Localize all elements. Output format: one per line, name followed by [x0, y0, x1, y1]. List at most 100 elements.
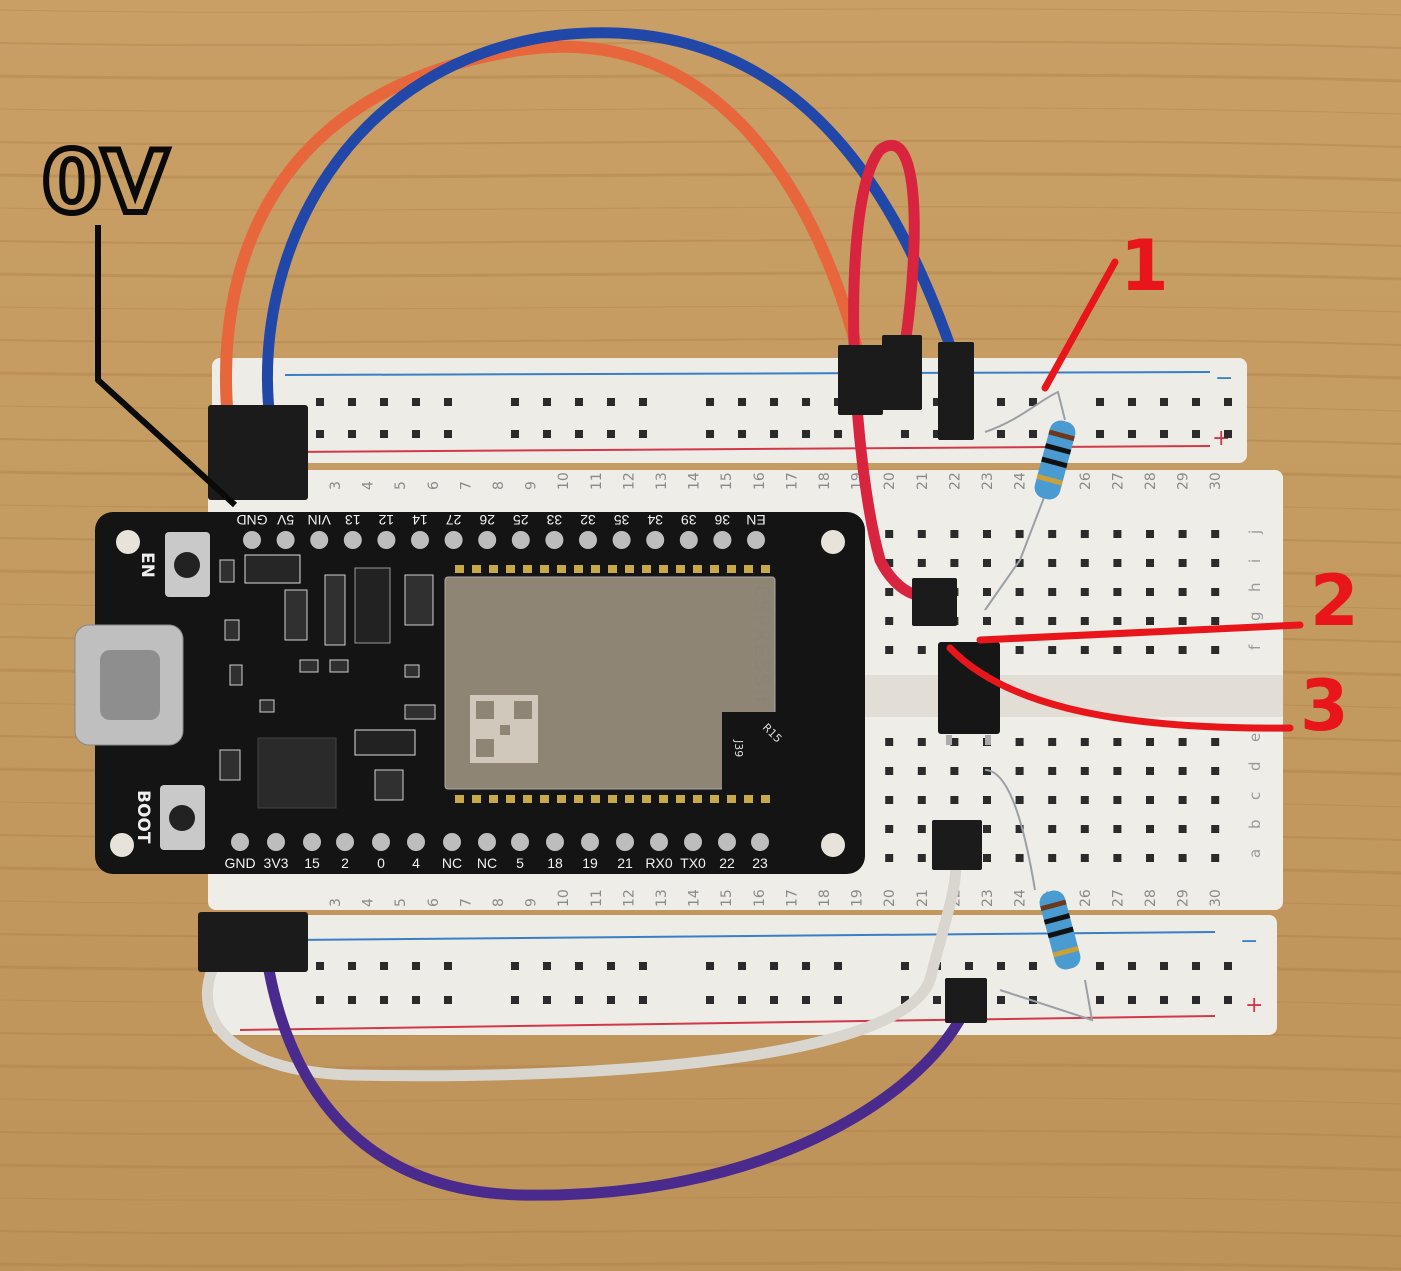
- rail-hole[interactable]: [348, 962, 356, 970]
- rail-hole[interactable]: [316, 430, 324, 438]
- hole[interactable]: [1146, 854, 1154, 862]
- rail-hole[interactable]: [1192, 398, 1200, 406]
- hole[interactable]: [1048, 617, 1057, 625]
- hole[interactable]: [1113, 767, 1122, 775]
- rail-hole[interactable]: [543, 996, 551, 1004]
- rail-hole[interactable]: [1160, 996, 1168, 1004]
- hole[interactable]: [1211, 738, 1220, 746]
- rail-hole[interactable]: [1128, 962, 1136, 970]
- header-pin[interactable]: [231, 833, 249, 851]
- hole[interactable]: [950, 796, 959, 804]
- rail-hole[interactable]: [511, 398, 519, 406]
- rail-hole[interactable]: [802, 962, 810, 970]
- hole[interactable]: [1113, 530, 1122, 538]
- hole[interactable]: [885, 617, 894, 625]
- header-pin[interactable]: [646, 531, 665, 549]
- rail-hole[interactable]: [575, 430, 583, 438]
- hole[interactable]: [885, 530, 894, 538]
- header-pin[interactable]: [478, 531, 497, 549]
- hole[interactable]: [1048, 854, 1057, 862]
- rail-hole[interactable]: [348, 996, 356, 1004]
- rail-hole[interactable]: [607, 398, 615, 406]
- hole[interactable]: [1015, 796, 1024, 804]
- rail-hole[interactable]: [1128, 996, 1136, 1004]
- hole[interactable]: [983, 530, 991, 538]
- hole[interactable]: [1146, 646, 1154, 654]
- rail-hole[interactable]: [639, 398, 647, 406]
- rail-hole[interactable]: [1224, 996, 1232, 1004]
- hole[interactable]: [1113, 796, 1122, 804]
- hole[interactable]: [1178, 854, 1187, 862]
- rail-hole[interactable]: [933, 398, 941, 406]
- header-pin[interactable]: [303, 833, 321, 851]
- rail-hole[interactable]: [412, 996, 420, 1004]
- rail-hole[interactable]: [444, 962, 452, 970]
- rail-hole[interactable]: [575, 398, 583, 406]
- hole[interactable]: [983, 617, 991, 625]
- hole[interactable]: [885, 646, 894, 654]
- header-pin[interactable]: [511, 531, 530, 549]
- rail-hole[interactable]: [316, 398, 324, 406]
- header-pin[interactable]: [407, 833, 425, 851]
- hole[interactable]: [1048, 825, 1057, 833]
- rail-hole[interactable]: [575, 962, 583, 970]
- hole[interactable]: [1211, 796, 1220, 804]
- header-pin[interactable]: [581, 833, 599, 851]
- rail-hole[interactable]: [706, 996, 714, 1004]
- rail-hole[interactable]: [738, 962, 746, 970]
- hole[interactable]: [1178, 530, 1187, 538]
- rail-hole[interactable]: [607, 430, 615, 438]
- hole[interactable]: [885, 588, 894, 596]
- rail-hole[interactable]: [965, 962, 973, 970]
- rail-hole[interactable]: [1096, 398, 1104, 406]
- rail-hole[interactable]: [607, 962, 615, 970]
- hole[interactable]: [1146, 559, 1154, 567]
- rail-hole[interactable]: [1096, 430, 1104, 438]
- rail-hole[interactable]: [1160, 430, 1168, 438]
- hole[interactable]: [1178, 588, 1187, 596]
- hole[interactable]: [1080, 646, 1089, 654]
- hole[interactable]: [1178, 646, 1187, 654]
- hole[interactable]: [1015, 559, 1024, 567]
- hole[interactable]: [950, 530, 959, 538]
- header-pin[interactable]: [751, 833, 769, 851]
- rail-hole[interactable]: [834, 996, 842, 1004]
- rail-hole[interactable]: [738, 398, 746, 406]
- hole[interactable]: [1113, 646, 1122, 654]
- hole[interactable]: [1015, 588, 1024, 596]
- header-pin[interactable]: [411, 531, 429, 549]
- rail-hole[interactable]: [997, 996, 1005, 1004]
- rail-hole[interactable]: [575, 996, 583, 1004]
- hole[interactable]: [1113, 738, 1122, 746]
- header-pin[interactable]: [377, 531, 396, 549]
- hole[interactable]: [917, 559, 926, 567]
- rail-hole[interactable]: [933, 430, 941, 438]
- rail-hole[interactable]: [1128, 398, 1136, 406]
- rail-hole[interactable]: [1192, 996, 1200, 1004]
- rail-hole[interactable]: [1029, 398, 1037, 406]
- hole[interactable]: [1080, 767, 1089, 775]
- rail-hole[interactable]: [1160, 398, 1168, 406]
- hole[interactable]: [1178, 617, 1187, 625]
- rail-hole[interactable]: [770, 398, 778, 406]
- rail-hole[interactable]: [1096, 962, 1104, 970]
- header-pin[interactable]: [276, 531, 295, 549]
- rail-hole[interactable]: [380, 996, 388, 1004]
- hole[interactable]: [1048, 646, 1057, 654]
- header-pin[interactable]: [310, 531, 329, 549]
- en-button[interactable]: [165, 532, 210, 597]
- rail-hole[interactable]: [706, 430, 714, 438]
- header-pin[interactable]: [616, 833, 634, 851]
- hole[interactable]: [1015, 530, 1024, 538]
- hole[interactable]: [1080, 617, 1089, 625]
- hole[interactable]: [983, 588, 991, 596]
- rail-hole[interactable]: [901, 962, 909, 970]
- rail-hole[interactable]: [802, 996, 810, 1004]
- rail-hole[interactable]: [1128, 430, 1136, 438]
- header-pin[interactable]: [718, 833, 736, 851]
- header-pin[interactable]: [243, 531, 261, 549]
- hole[interactable]: [1113, 559, 1122, 567]
- hole[interactable]: [1080, 796, 1089, 804]
- hole[interactable]: [1146, 617, 1154, 625]
- hole[interactable]: [1015, 825, 1024, 833]
